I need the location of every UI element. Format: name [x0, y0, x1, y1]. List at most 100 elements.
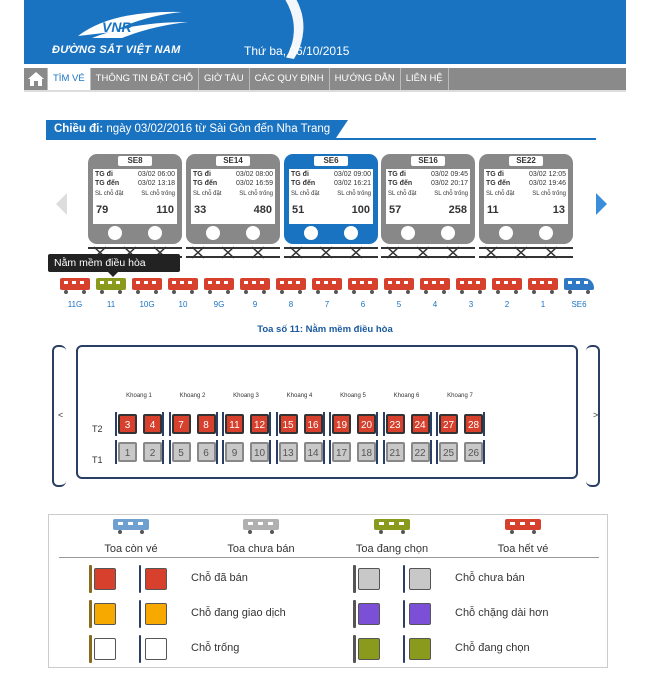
seat-unsold[interactable]: 13	[278, 442, 298, 462]
seat-back-icon	[353, 635, 356, 663]
seat-type-label: Chỗ trống	[191, 642, 240, 654]
seat-sold[interactable]: 11	[225, 414, 244, 434]
seat-sold[interactable]: 23	[385, 414, 405, 434]
compartment-divider	[269, 412, 271, 436]
car-0[interactable]	[60, 278, 90, 294]
car-window	[576, 281, 580, 284]
nav-item-lien-he[interactable]: LIÊN HỆ	[401, 68, 449, 90]
seat-unsold[interactable]: 1	[118, 442, 137, 462]
next-coach-icon[interactable]: >	[593, 410, 599, 420]
next-coach-bracket[interactable]	[586, 345, 600, 487]
seat-sold[interactable]: 16	[303, 414, 323, 434]
car-window	[80, 281, 84, 284]
seat-unsold[interactable]: 26	[464, 442, 483, 462]
car-wheel	[280, 290, 284, 294]
nav-item-cac-quy-dinh[interactable]: CÁC QUY ĐỊNH	[250, 68, 330, 90]
car-type-icon	[505, 519, 541, 534]
car-window	[244, 281, 248, 284]
seat-swatch	[358, 638, 380, 660]
arr-time: 03/02 19:46	[529, 180, 566, 187]
car-5[interactable]	[240, 278, 270, 294]
prev-coach-icon[interactable]: <	[58, 410, 64, 420]
home-button[interactable]	[24, 68, 48, 90]
arr-time: 03/02 16:21	[334, 180, 371, 187]
car-8[interactable]	[348, 278, 378, 294]
car-13[interactable]	[528, 278, 558, 294]
seat-sold[interactable]: 19	[332, 414, 351, 434]
compartment-label: Khoang 7	[447, 393, 473, 399]
car-6[interactable]	[276, 278, 306, 294]
seat-sold[interactable]: 28	[464, 414, 483, 434]
seat-unsold[interactable]: 6	[196, 442, 216, 462]
car-11[interactable]	[456, 278, 486, 294]
car-1[interactable]	[96, 278, 126, 294]
seat-unsold[interactable]: 18	[357, 442, 376, 462]
seat-sold[interactable]: 8	[196, 414, 216, 434]
prev-coach-bracket[interactable]	[52, 345, 66, 487]
seat-sold[interactable]: 3	[118, 414, 137, 434]
seat-back-icon	[89, 600, 92, 628]
compartment-label: Khoang 1	[126, 393, 152, 399]
free-label: SL chỗ trống	[337, 191, 371, 197]
seat-unsold[interactable]: 5	[171, 442, 191, 462]
car-wheel	[586, 290, 590, 294]
car-wheel	[532, 290, 536, 294]
seat-sold[interactable]: 24	[410, 414, 430, 434]
nav-item-huong-dan[interactable]: HƯỚNG DẪN	[330, 68, 401, 90]
arr-label: TG đến	[388, 180, 413, 187]
seat-unsold[interactable]: 17	[332, 442, 351, 462]
nav-item-gio-tau[interactable]: GIỜ TÀU	[199, 68, 250, 90]
nav-item-tim-ve[interactable]: TÌM VÉ	[48, 68, 91, 90]
seat-unsold[interactable]: 21	[385, 442, 405, 462]
seat-sold[interactable]: 7	[171, 414, 191, 434]
car-10[interactable]	[420, 278, 450, 294]
seat-unsold[interactable]: 22	[410, 442, 430, 462]
car-3[interactable]	[168, 278, 198, 294]
car-4[interactable]	[204, 278, 234, 294]
seat-unsold[interactable]: 14	[303, 442, 323, 462]
nav-item-thong-tin-dat-cho[interactable]: THÔNG TIN ĐẶT CHỖ	[91, 68, 199, 90]
car-body	[384, 278, 414, 290]
seat-swatch	[145, 603, 167, 625]
free-label: SL chỗ trống	[141, 191, 175, 197]
seat-unsold[interactable]: 10	[250, 442, 269, 462]
car-label: 2	[504, 300, 510, 309]
free-label: SL chỗ trống	[532, 191, 566, 197]
compartment-divider	[275, 440, 278, 464]
arr-label: TG đến	[486, 180, 511, 187]
next-trains-arrow-icon[interactable]	[596, 193, 607, 215]
car-label: 11	[106, 300, 116, 309]
compartment-divider	[429, 412, 432, 436]
seat-sold[interactable]: 27	[439, 414, 458, 434]
arr-label: TG đến	[193, 180, 218, 187]
vnr-logo-icon[interactable]: VNR	[72, 8, 192, 44]
wheel-icon	[206, 226, 220, 240]
seat-sold[interactable]: 12	[250, 414, 269, 434]
prev-trains-arrow-icon[interactable]	[56, 193, 67, 215]
wheel-icon	[539, 226, 553, 240]
seat-sold[interactable]: 15	[278, 414, 298, 434]
car-window	[72, 281, 76, 284]
car-14[interactable]	[564, 278, 594, 294]
seat-unsold[interactable]: 9	[225, 442, 244, 462]
car-wheel	[370, 290, 374, 294]
seat-sold[interactable]: 4	[143, 414, 162, 434]
seat-unsold[interactable]: 2	[143, 442, 162, 462]
booked-label: SL chỗ đặt	[291, 191, 320, 197]
car-wheel	[496, 290, 500, 294]
car-9[interactable]	[384, 278, 414, 294]
car-2[interactable]	[132, 278, 162, 294]
seat-sold[interactable]: 20	[357, 414, 376, 434]
seat-unsold[interactable]: 25	[439, 442, 458, 462]
car-window	[332, 281, 336, 284]
car-7[interactable]	[312, 278, 342, 294]
car-12[interactable]	[492, 278, 522, 294]
car-window	[260, 281, 264, 284]
legend-car-type-0: Toa còn vé	[71, 519, 191, 555]
